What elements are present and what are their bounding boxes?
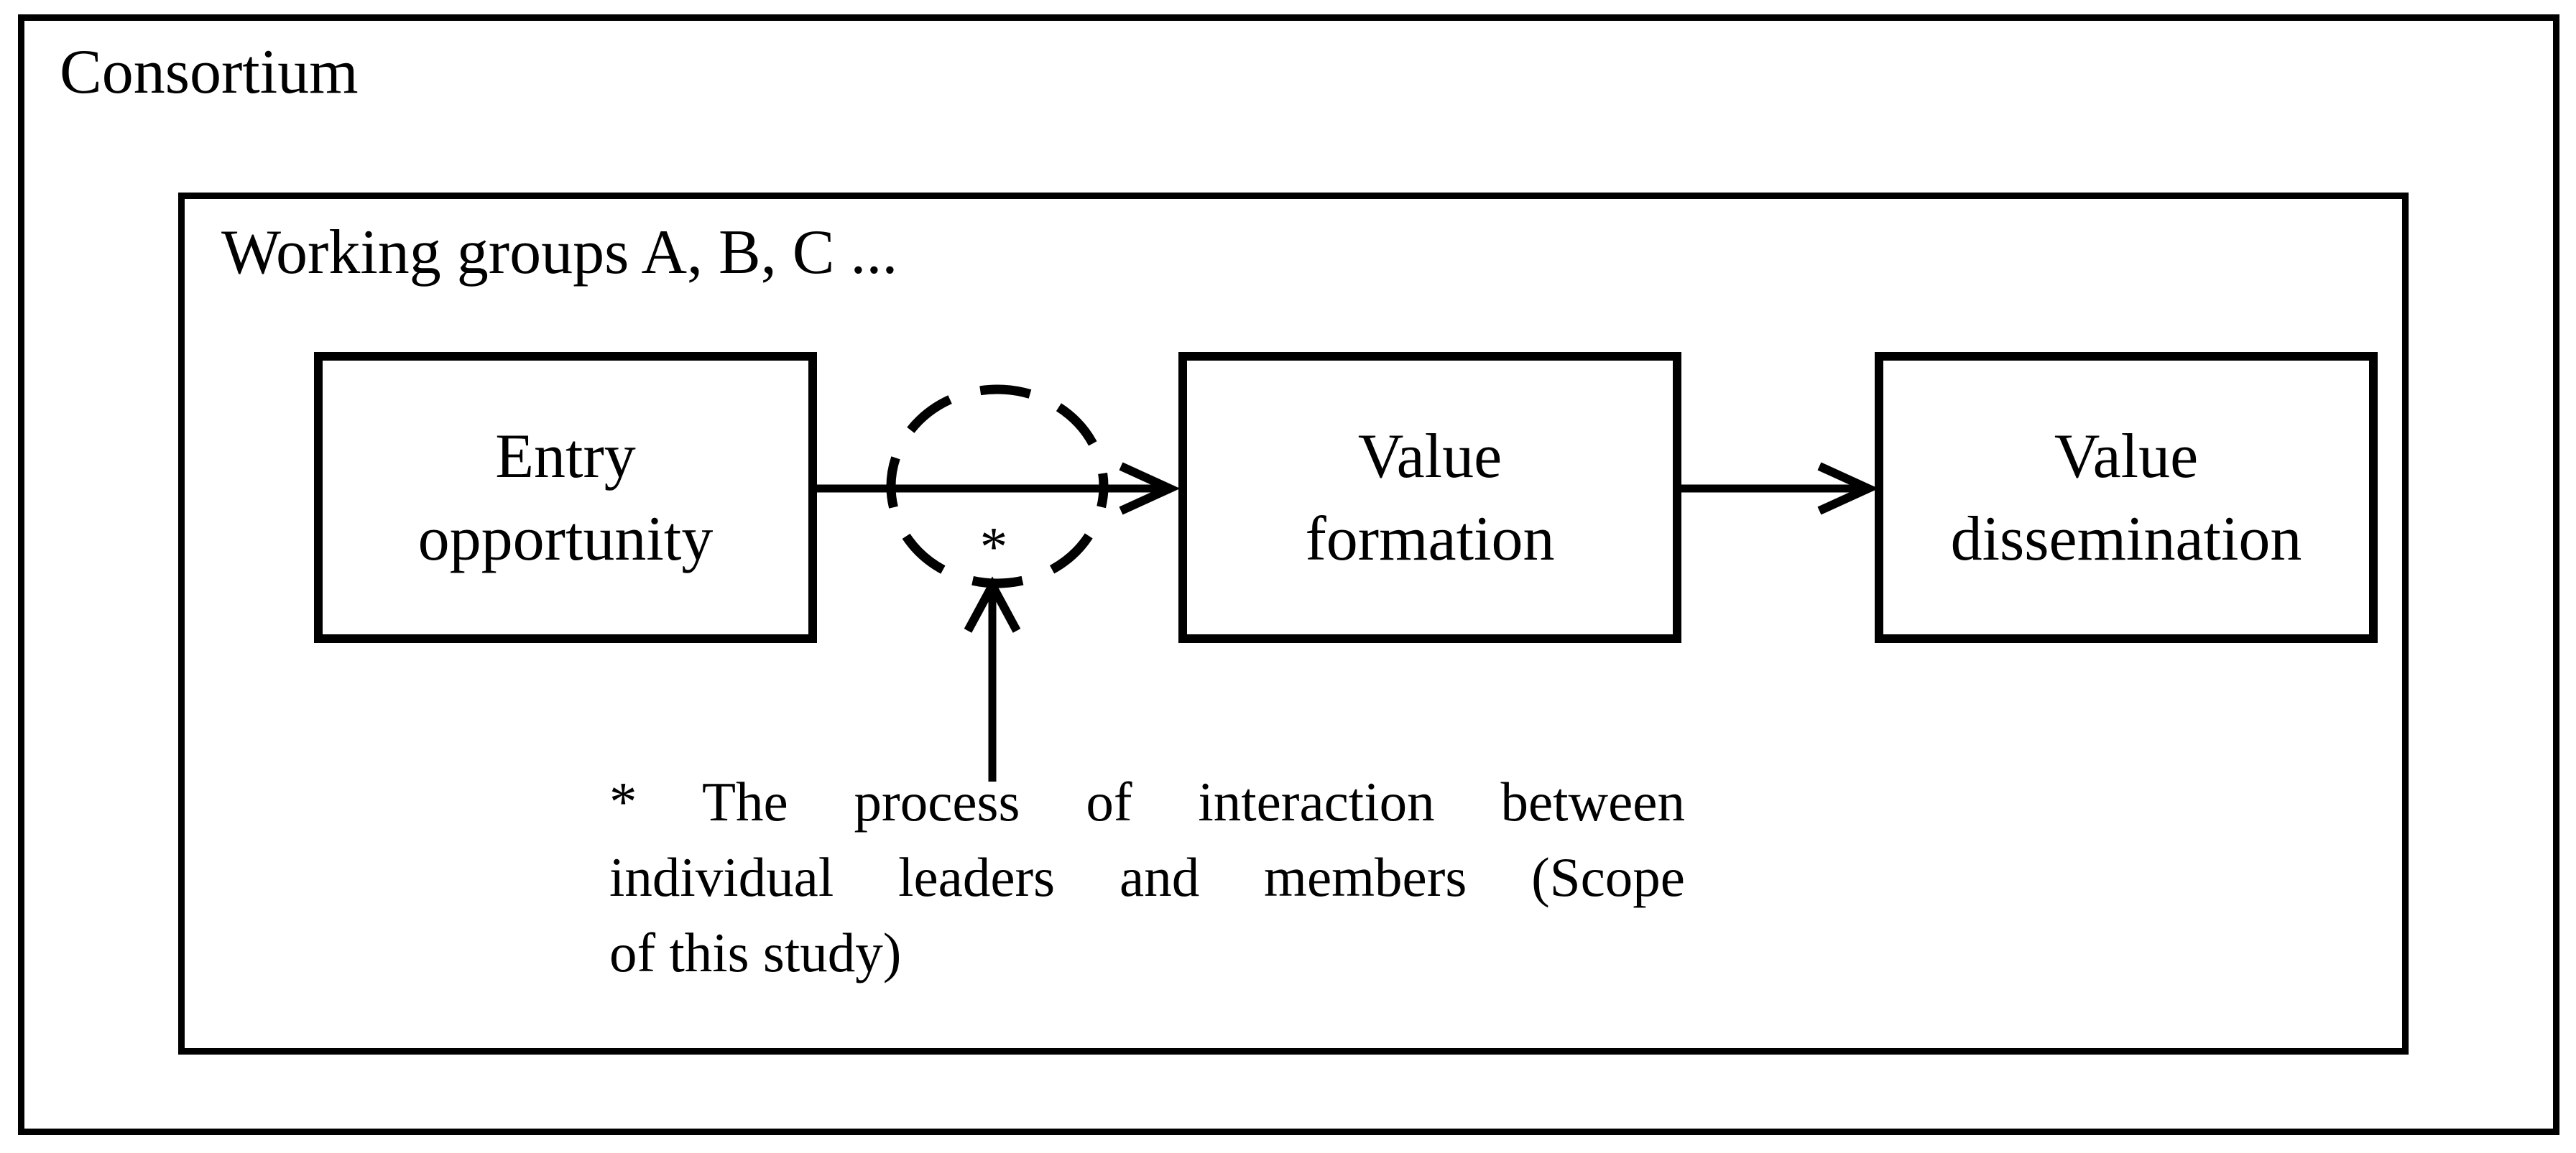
working-groups-label: Working groups A, B, C ...	[221, 218, 898, 287]
footnote-line-1: * The process of interaction between	[609, 771, 1685, 833]
value-formation-box: Value formation	[1178, 352, 1681, 643]
consortium-box	[18, 14, 2559, 1135]
entry-opportunity-box: Entry opportunity	[314, 352, 817, 643]
footnote-line-3: of this study)	[609, 922, 902, 983]
value-formation-label: Value formation	[1305, 421, 1555, 574]
footnote: * The process of interaction between ind…	[609, 764, 1685, 991]
interaction-asterisk: *	[979, 516, 1008, 578]
footnote-line-2: individual leaders and members (Scope	[609, 846, 1685, 908]
consortium-label: Consortium	[60, 37, 359, 107]
working-groups-box	[178, 193, 2409, 1055]
value-dissemination-box: Value dissemination	[1875, 352, 2378, 643]
value-dissemination-label: Value dissemination	[1950, 421, 2302, 574]
entry-opportunity-label: Entry opportunity	[417, 421, 714, 574]
